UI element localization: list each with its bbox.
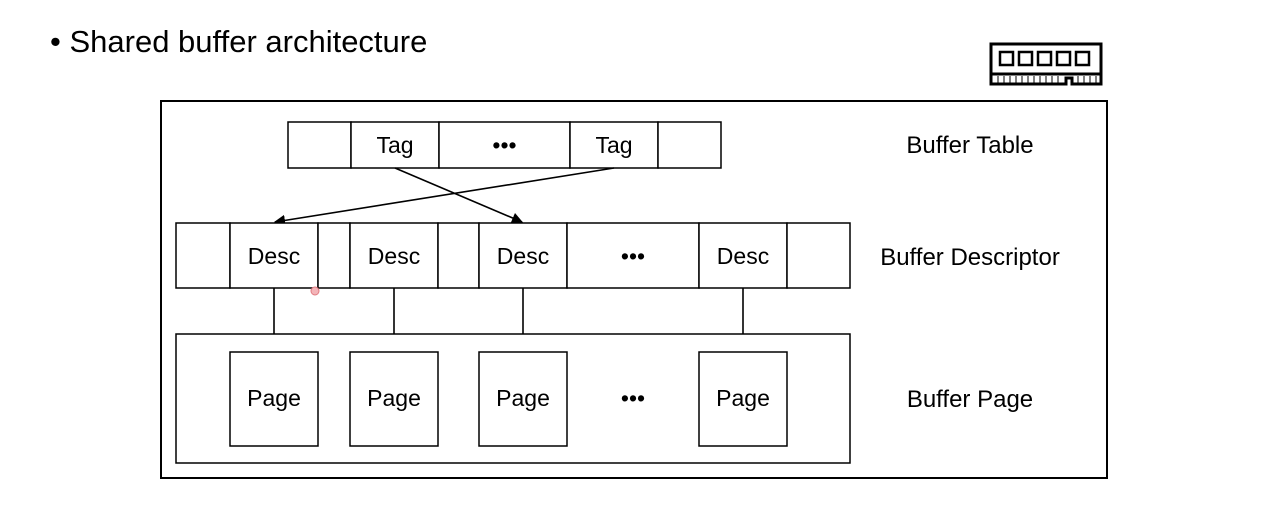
descriptor-cell xyxy=(566,222,700,289)
descriptor-cell xyxy=(175,222,231,289)
descriptor-cell xyxy=(698,222,788,289)
tag-label: Tag xyxy=(595,132,632,158)
pointer-dot xyxy=(310,286,320,296)
desc-label: Desc xyxy=(248,243,300,269)
page-label: Page xyxy=(716,385,770,411)
buffer-table-cell xyxy=(657,121,722,169)
page-box xyxy=(229,351,319,447)
buffer-table: Tag ••• Tag xyxy=(287,121,722,169)
page-box xyxy=(349,351,439,447)
ellipsis-label: ••• xyxy=(621,243,645,269)
ellipsis-label: ••• xyxy=(621,385,645,411)
desc-label: Desc xyxy=(717,243,769,269)
buffer-pages: Page Page Page ••• Page xyxy=(229,351,788,447)
buffer-descriptor-label: Buffer Descriptor xyxy=(880,244,1060,271)
buffer-table-label: Buffer Table xyxy=(906,132,1033,159)
descriptor-cell xyxy=(478,222,568,289)
ellipsis-label: ••• xyxy=(492,132,516,158)
buffer-page-label: Buffer Page xyxy=(907,386,1033,413)
page-label: Page xyxy=(247,385,301,411)
buffer-table-cell xyxy=(350,121,440,169)
page-box xyxy=(478,351,568,447)
desc-label: Desc xyxy=(368,243,420,269)
descriptor-cell xyxy=(437,222,480,289)
memory-chip-icon xyxy=(989,42,1103,86)
descriptor-cell xyxy=(317,222,351,289)
page-label: Page xyxy=(496,385,550,411)
page-label: Page xyxy=(367,385,421,411)
slide-title: • Shared buffer architecture xyxy=(50,22,427,62)
tag-to-desc-arrow xyxy=(394,167,524,224)
tag-to-desc-arrow xyxy=(273,167,615,226)
buffer-table-cell xyxy=(287,121,352,169)
page-box xyxy=(698,351,788,447)
tag-label: Tag xyxy=(376,132,413,158)
title-bullet: • xyxy=(50,24,61,59)
buffer-descriptor: Desc Desc Desc ••• Desc xyxy=(175,222,851,289)
shared-memory-frame xyxy=(160,100,1108,479)
desc-label: Desc xyxy=(497,243,549,269)
descriptor-cell xyxy=(786,222,851,289)
title-text: Shared buffer architecture xyxy=(69,24,428,59)
